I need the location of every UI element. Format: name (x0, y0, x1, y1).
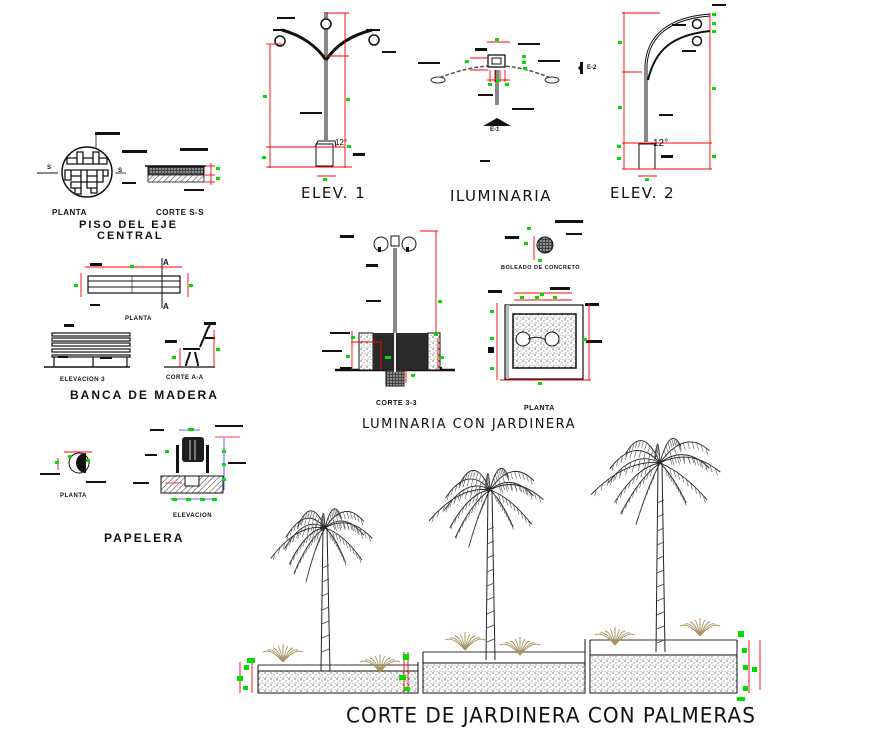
corte-3-3-label: CORTE 3-3 (376, 400, 418, 407)
section-marker-e1: E-1 (490, 127, 500, 133)
section-marker-e2: E-2 (587, 65, 597, 71)
banca-section-a-top: A (163, 258, 169, 267)
shrub (359, 654, 401, 673)
piso-title-line2: CENTRAL (97, 230, 164, 242)
iluminaria-title: ILUMINARIA (450, 187, 552, 205)
banca-planta-drawing (74, 258, 193, 308)
banca-title: BANCA DE MADERA (70, 388, 219, 402)
shrub (679, 618, 721, 637)
svg-text:12°: 12° (653, 138, 668, 149)
jardinera-palmeras-section (237, 437, 761, 701)
shrub (594, 627, 636, 646)
palm-tree (428, 467, 544, 661)
iluminaria-plan-drawing (418, 38, 583, 162)
palm-tree (270, 508, 373, 672)
banca-corte-label: CORTE A-A (166, 375, 204, 381)
piso-corte-label: CORTE S-S (156, 208, 205, 217)
elev2-lamp-drawing: 12° (617, 4, 726, 181)
piso-title-line1: PISO DEL EJE (79, 219, 178, 231)
banca-corte-drawing (164, 322, 220, 368)
papelera-planta-drawing (40, 451, 106, 483)
banca-elevacion-label: ELEVACION 3 (60, 377, 106, 383)
elev1-title: ELEV. 1 (301, 184, 367, 202)
luminaria-jardinera-corte-drawing (322, 230, 455, 387)
jardinera-palmeras-title: CORTE DE JARDINERA CON PALMERAS (346, 702, 756, 728)
elev1-lamp-drawing: 12° (262, 12, 396, 181)
piso-planta-detail (37, 132, 126, 198)
section-arrow-e1-icon (483, 118, 511, 126)
elev2-title: ELEV. 2 (610, 184, 676, 202)
shrub (262, 644, 304, 663)
boleado-label: BOLEADO DE CONCRETO (501, 265, 581, 271)
jardinera-planta-label: PLANTA (524, 405, 555, 412)
palm-tree (590, 437, 721, 653)
piso-planta-label: PLANTA (52, 208, 87, 217)
herringbone-pattern (64, 151, 109, 195)
shrub (444, 632, 486, 651)
svg-text:12°: 12° (335, 138, 347, 147)
banca-elevacion-drawing (44, 324, 131, 368)
banca-section-a-bottom: A (163, 302, 169, 311)
piso-section-marker-right: S (118, 168, 123, 174)
luminaria-jardinera-title: LUMINARIA CON JARDINERA (362, 417, 577, 432)
piso-section-marker-left: S (47, 165, 52, 171)
papelera-elevacion-label: ELEVACION (173, 513, 213, 519)
papelera-planta-label: PLANTA (60, 493, 87, 499)
jardinera-planta-drawing (488, 287, 602, 385)
papelera-title: PAPELERA (104, 531, 185, 545)
papelera-elevacion-drawing (133, 425, 246, 501)
piso-corte-detail (122, 148, 220, 191)
boleado-concreto-drawing (505, 220, 583, 262)
shrub (499, 637, 541, 656)
banca-planta-label: PLANTA (125, 316, 152, 322)
